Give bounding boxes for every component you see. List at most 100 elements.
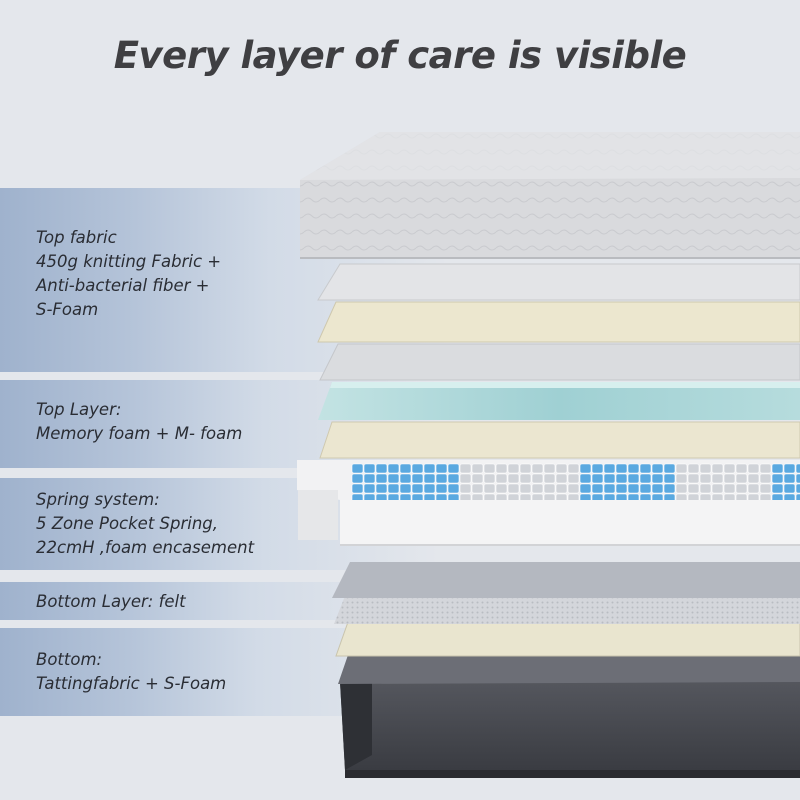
pocket-spring bbox=[447, 483, 460, 494]
pocket-spring bbox=[351, 483, 364, 494]
pocket-spring bbox=[687, 473, 700, 484]
pocket-spring bbox=[723, 463, 736, 474]
pocket-spring bbox=[495, 463, 508, 474]
pocket-spring bbox=[483, 463, 496, 474]
pocket-spring bbox=[615, 473, 628, 484]
pocket-spring bbox=[459, 473, 472, 484]
pocket-spring bbox=[615, 483, 628, 494]
pocket-spring bbox=[663, 473, 676, 484]
pocket-spring bbox=[351, 463, 364, 474]
pocket-spring bbox=[627, 473, 640, 484]
pocket-spring bbox=[711, 483, 724, 494]
pocket-spring bbox=[759, 463, 772, 474]
pocket-spring bbox=[531, 473, 544, 484]
pocket-spring bbox=[627, 483, 640, 494]
pocket-spring bbox=[663, 463, 676, 474]
pocket-spring bbox=[795, 483, 800, 494]
pocket-spring bbox=[411, 463, 424, 474]
pocket-spring bbox=[687, 463, 700, 474]
bottom-fabric-layer bbox=[340, 680, 800, 778]
pocket-spring bbox=[375, 463, 388, 474]
pocket-spring bbox=[711, 463, 724, 474]
pocket-spring bbox=[483, 473, 496, 484]
pocket-spring bbox=[795, 473, 800, 484]
pocket-spring bbox=[723, 473, 736, 484]
pocket-spring bbox=[747, 473, 760, 484]
pocket-spring bbox=[663, 483, 676, 494]
pocket-spring bbox=[399, 463, 412, 474]
pocket-spring bbox=[783, 473, 796, 484]
pocket-spring bbox=[423, 483, 436, 494]
pocket-spring bbox=[435, 483, 448, 494]
memory-foam-layer bbox=[318, 382, 800, 420]
pocket-spring bbox=[387, 483, 400, 494]
pocket-spring bbox=[627, 463, 640, 474]
gray-felt-layer bbox=[332, 562, 800, 598]
pocket-spring bbox=[783, 463, 796, 474]
pocket-spring bbox=[507, 463, 520, 474]
pocket-spring bbox=[675, 473, 688, 484]
dotted-fabric-layer bbox=[334, 596, 800, 624]
pocket-spring bbox=[591, 483, 604, 494]
pocket-spring bbox=[603, 473, 616, 484]
pocket-spring bbox=[399, 483, 412, 494]
pocket-spring bbox=[567, 463, 580, 474]
pocket-spring bbox=[531, 463, 544, 474]
pocket-spring bbox=[759, 483, 772, 494]
pocket-spring bbox=[411, 473, 424, 484]
layer-label-bottom: Bottom: Tattingfabric + S-Foam bbox=[36, 650, 227, 693]
pocket-spring bbox=[747, 483, 760, 494]
pocket-spring bbox=[375, 483, 388, 494]
pocket-spring bbox=[543, 483, 556, 494]
felt-layer-top bbox=[319, 421, 800, 459]
pocket-spring bbox=[375, 473, 388, 484]
pocket-spring bbox=[723, 483, 736, 494]
spring-system-layer bbox=[297, 460, 800, 546]
pocket-spring bbox=[423, 463, 436, 474]
layer-label-top-layer: Top Layer: Memory foam + M- foam bbox=[36, 400, 243, 443]
pocket-spring bbox=[459, 463, 472, 474]
pocket-spring bbox=[675, 483, 688, 494]
pocket-spring bbox=[603, 463, 616, 474]
pocket-spring bbox=[519, 463, 532, 474]
pocket-spring bbox=[531, 483, 544, 494]
pocket-spring bbox=[603, 483, 616, 494]
pocket-spring bbox=[771, 463, 784, 474]
pocket-spring bbox=[435, 473, 448, 484]
pocket-spring bbox=[387, 473, 400, 484]
pocket-spring bbox=[699, 473, 712, 484]
pocket-spring bbox=[651, 463, 664, 474]
pocket-spring bbox=[471, 483, 484, 494]
pocket-spring bbox=[639, 473, 652, 484]
pocket-spring bbox=[675, 463, 688, 474]
pocket-spring bbox=[399, 473, 412, 484]
pocket-spring bbox=[771, 483, 784, 494]
pocket-spring bbox=[363, 473, 376, 484]
pocket-spring bbox=[483, 483, 496, 494]
pocket-spring bbox=[567, 483, 580, 494]
pocket-spring bbox=[579, 473, 592, 484]
gray-sheet-layer bbox=[338, 655, 800, 684]
pocket-spring bbox=[495, 473, 508, 484]
page-title: Every layer of care is visible bbox=[113, 34, 687, 77]
pocket-spring bbox=[591, 473, 604, 484]
pocket-spring bbox=[711, 473, 724, 484]
pocket-spring bbox=[351, 473, 364, 484]
pocket-spring bbox=[471, 473, 484, 484]
pocket-spring bbox=[567, 473, 580, 484]
pocket-spring bbox=[519, 473, 532, 484]
pocket-spring bbox=[471, 463, 484, 474]
pocket-spring bbox=[387, 463, 400, 474]
pocket-spring bbox=[615, 463, 628, 474]
pocket-spring bbox=[411, 483, 424, 494]
pocket-spring bbox=[579, 463, 592, 474]
pocket-spring bbox=[543, 463, 556, 474]
layer-label-spring-system: Spring system: 5 Zone Pocket Spring, 22c… bbox=[36, 490, 255, 557]
pocket-spring bbox=[423, 473, 436, 484]
pocket-spring bbox=[735, 473, 748, 484]
pocket-spring bbox=[771, 473, 784, 484]
s-foam-layer bbox=[317, 301, 800, 343]
pocket-spring bbox=[495, 483, 508, 494]
felt-layer-bottom bbox=[335, 621, 800, 657]
